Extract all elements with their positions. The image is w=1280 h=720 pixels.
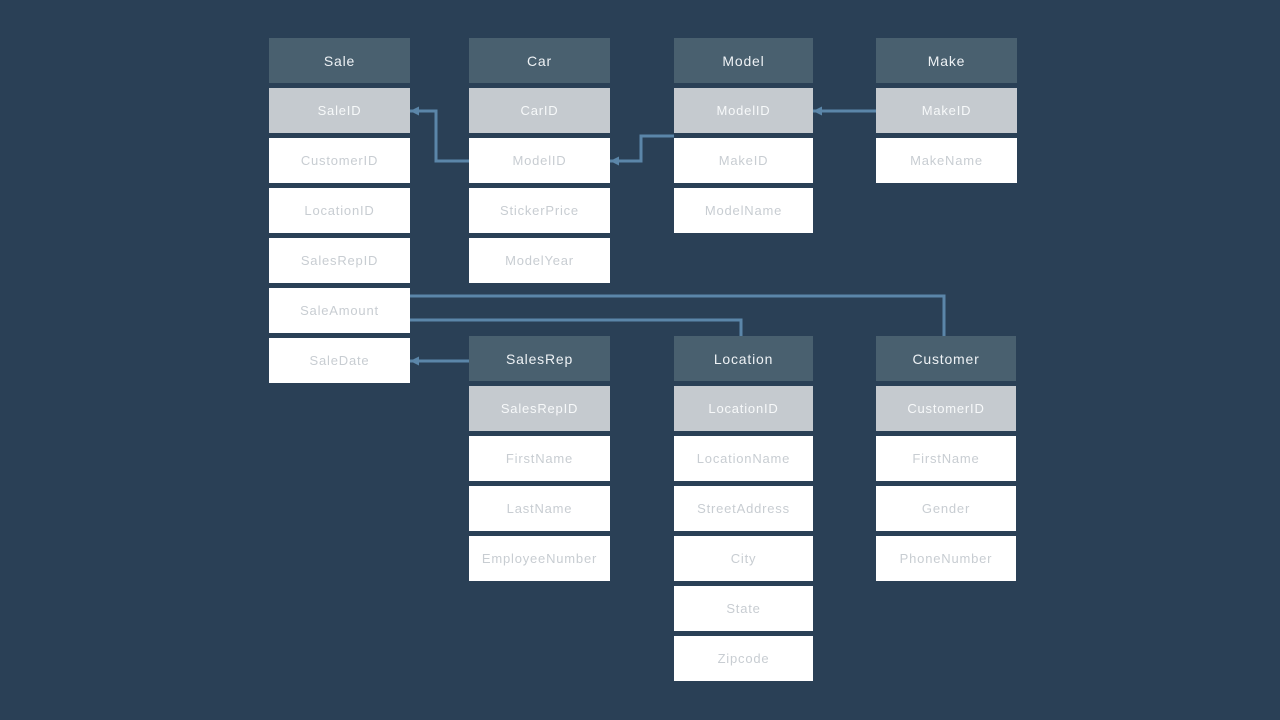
table-sale-field-saleid-key[interactable]: SaleID: [269, 88, 410, 133]
table-car-field-modelid[interactable]: ModelID: [469, 138, 610, 183]
table-location-field-zipcode[interactable]: Zipcode: [674, 636, 813, 681]
table-location-field-streetaddress[interactable]: StreetAddress: [674, 486, 813, 531]
table-sale-field-customerid[interactable]: CustomerID: [269, 138, 410, 183]
table-salesrep-field-lastname[interactable]: LastName: [469, 486, 610, 531]
table-customer-field-firstname[interactable]: FirstName: [876, 436, 1016, 481]
table-car-field-stickerprice[interactable]: StickerPrice: [469, 188, 610, 233]
table-model-field-makeid[interactable]: MakeID: [674, 138, 813, 183]
table-sale-field-saledate[interactable]: SaleDate: [269, 338, 410, 383]
table-location-field-locationid-key[interactable]: LocationID: [674, 386, 813, 431]
table-sale-field-locationid[interactable]: LocationID: [269, 188, 410, 233]
table-salesrep-field-firstname[interactable]: FirstName: [469, 436, 610, 481]
relationship-line-sale-to-customer: [410, 294, 946, 336]
relationship-arrowhead-icon: [813, 106, 822, 116]
table-sale-field-salesrepid[interactable]: SalesRepID: [269, 238, 410, 283]
table-location-field-city[interactable]: City: [674, 536, 813, 581]
relationship-line-sale-to-location: [410, 318, 743, 336]
table-customer-field-phonenumber[interactable]: PhoneNumber: [876, 536, 1016, 581]
table-customer-header[interactable]: Customer: [876, 336, 1016, 381]
table-location-header[interactable]: Location: [674, 336, 813, 381]
table-car-header[interactable]: Car: [469, 38, 610, 83]
relationship-line-sale-saleid-to-car-modelid: [410, 109, 469, 163]
table-customer-field-customerid-key[interactable]: CustomerID: [876, 386, 1016, 431]
table-location-field-state[interactable]: State: [674, 586, 813, 631]
table-model-field-modelid-key[interactable]: ModelID: [674, 88, 813, 133]
table-sale-header[interactable]: Sale: [269, 38, 410, 83]
relationship-arrowhead-icon: [410, 356, 419, 366]
table-sale-field-saleamount[interactable]: SaleAmount: [269, 288, 410, 333]
table-model-field-modelname[interactable]: ModelName: [674, 188, 813, 233]
table-make-header[interactable]: Make: [876, 38, 1017, 83]
relationship-arrowhead-icon: [410, 106, 419, 116]
relationship-arrowhead-icon: [610, 156, 619, 166]
table-car-field-carid-key[interactable]: CarID: [469, 88, 610, 133]
table-salesrep-field-salesrepid-key[interactable]: SalesRepID: [469, 386, 610, 431]
table-model-header[interactable]: Model: [674, 38, 813, 83]
table-salesrep-header[interactable]: SalesRep: [469, 336, 610, 381]
table-location-field-locationname[interactable]: LocationName: [674, 436, 813, 481]
table-customer-field-gender[interactable]: Gender: [876, 486, 1016, 531]
relationship-line-car-modelid-to-model: [610, 134, 674, 163]
table-salesrep-field-employeenumber[interactable]: EmployeeNumber: [469, 536, 610, 581]
table-car-field-modelyear[interactable]: ModelYear: [469, 238, 610, 283]
table-make-field-makeid-key[interactable]: MakeID: [876, 88, 1017, 133]
table-make-field-makename[interactable]: MakeName: [876, 138, 1017, 183]
